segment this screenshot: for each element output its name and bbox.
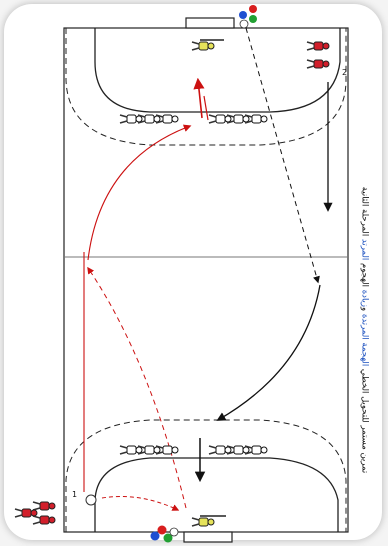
caption-part-4: زيادة — [359, 289, 370, 308]
free-throw-line-bottom — [65, 419, 347, 532]
pass-route-dashed — [87, 266, 187, 509]
attacker-icon — [32, 501, 56, 511]
goal-icon — [185, 17, 235, 29]
attackers-bottom-left — [14, 501, 56, 525]
caption-part-6: المرتد — [359, 238, 370, 261]
goalkeeper-icon — [191, 517, 215, 527]
court-boundary — [63, 27, 349, 533]
ball-icon — [249, 15, 257, 23]
player-label-1: 1 — [72, 490, 77, 499]
goalkeeper-bottom — [191, 515, 226, 527]
ball-icon — [239, 19, 249, 29]
defender-icon — [208, 445, 232, 455]
attacker-icon — [32, 515, 56, 525]
caption-part-1: تمرين مستمر للتحويل الخطي — [359, 366, 370, 474]
ball-icon — [169, 527, 179, 537]
attacker-icon — [306, 41, 330, 51]
run-route-curve — [216, 284, 321, 421]
attacker-icon — [306, 59, 330, 69]
diagram-caption: تمرين مستمر للتحويل الخطي الهجمة المرتدة… — [352, 180, 376, 480]
ball-icon — [157, 525, 167, 535]
goalkeeper-top — [191, 39, 224, 51]
defenders-bottom — [119, 445, 268, 455]
goal-area-top — [94, 28, 341, 113]
caption-part-7: المرحلة الثانية — [359, 186, 370, 239]
attack-arrow-up-2 — [203, 95, 209, 121]
run-route-dashed — [245, 27, 320, 284]
attack-route-curve — [87, 124, 192, 261]
caption-part-2: الهجمة المرتدة — [359, 313, 370, 367]
short-pass-dashed — [101, 496, 180, 511]
player-label-2: 2 — [342, 68, 347, 77]
ball-icon — [150, 531, 160, 541]
diagram-card — [4, 4, 382, 540]
ball-icon — [239, 11, 247, 19]
attacker-icon — [14, 508, 38, 518]
caption-part-5: الهجوم — [359, 260, 370, 290]
balls-top — [239, 5, 257, 29]
balls-bottom — [150, 525, 179, 543]
goal-icon — [183, 531, 233, 543]
defender-icon — [119, 114, 143, 124]
goalkeeper-icon — [191, 41, 215, 51]
ball-icon — [163, 533, 173, 543]
attack-arrow-up — [193, 77, 205, 119]
goal-area-bottom — [94, 457, 339, 532]
free-throw-line-top — [65, 28, 347, 146]
attackers-top-right — [306, 41, 330, 69]
ball-icon — [85, 494, 97, 506]
defenders-top — [119, 114, 268, 124]
ball-icon — [249, 5, 257, 13]
defender-icon — [119, 445, 143, 455]
defender-icon — [208, 114, 232, 124]
